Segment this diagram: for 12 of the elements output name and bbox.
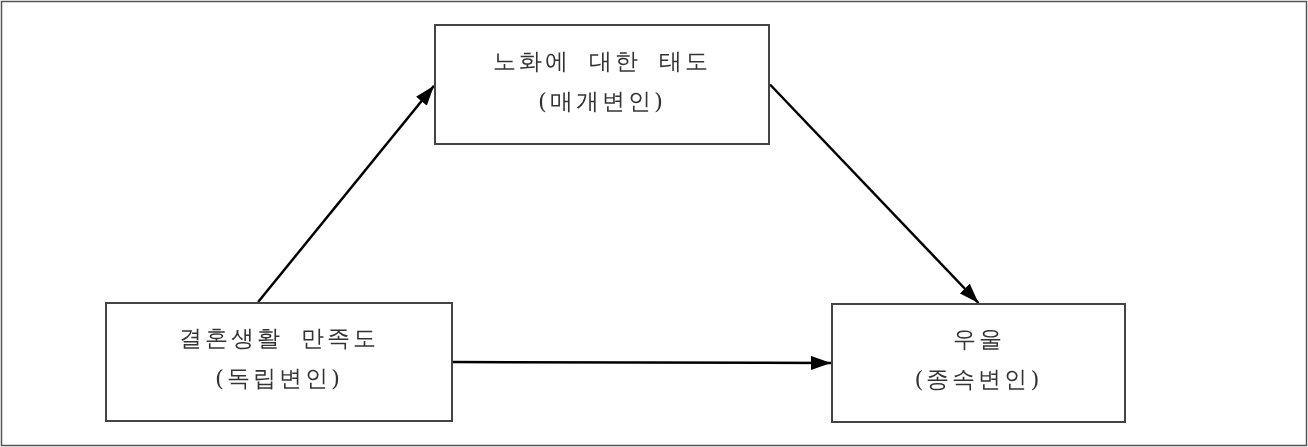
- arrow: [769, 83, 980, 304]
- role-label: (종속변인): [914, 365, 1043, 394]
- variable-box: [831, 303, 1126, 423]
- arrow: [257, 84, 435, 303]
- variable-box: [105, 302, 453, 422]
- variable-label: 결혼생활 만족도: [178, 324, 380, 353]
- variable-label: 노화에 대한 태도: [492, 46, 712, 76]
- arrow: [453, 355, 831, 370]
- variable-box: [434, 24, 770, 145]
- variable-label: 우울: [952, 325, 1005, 354]
- role-label: (매개변인): [538, 86, 666, 116]
- role-label: (독립변인): [215, 364, 343, 393]
